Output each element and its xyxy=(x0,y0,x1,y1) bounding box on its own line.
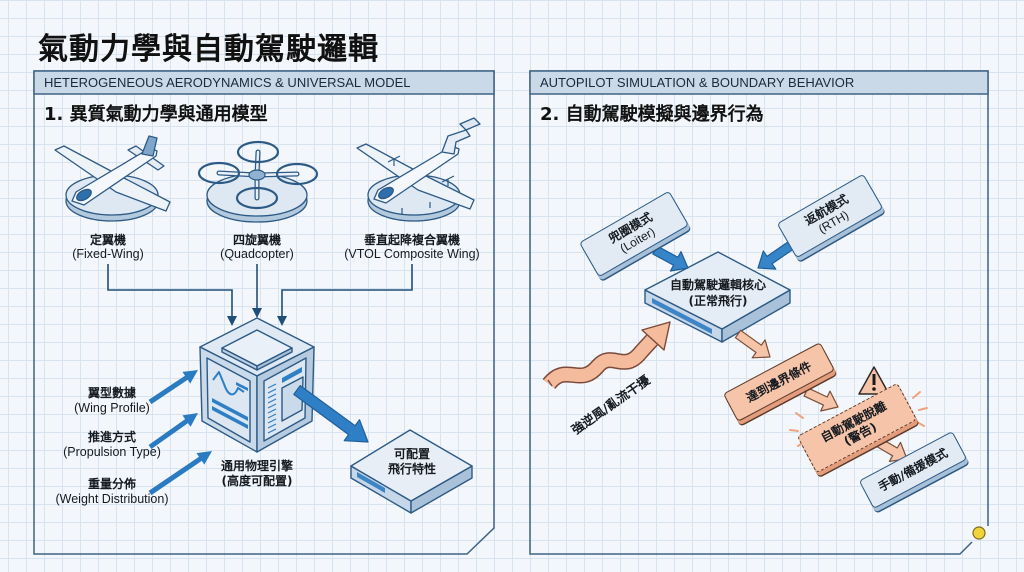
output-label-line2: 飛行特性 xyxy=(387,462,437,476)
left-panel-header-band xyxy=(33,70,495,95)
connector-arrowhead xyxy=(277,316,287,326)
input-arrow-weight xyxy=(148,451,212,496)
connector-arrowhead xyxy=(252,308,262,318)
input-label-en: (Weight Distribution) xyxy=(55,492,169,506)
autopilot-core-label: 自動駕駛邏輯核心 xyxy=(669,278,767,292)
aircraft-label-en: (Quadcopter) xyxy=(220,247,294,261)
left-panel-frame xyxy=(33,70,495,555)
engine-output-arrow xyxy=(293,385,369,443)
disengage-to-fallback-arrow xyxy=(875,437,908,462)
core-to-boundary-arrow xyxy=(734,329,771,359)
vtol-plane-icon xyxy=(356,117,481,222)
connector-fixed-wing xyxy=(107,264,233,318)
physics-engine-cube-icon xyxy=(199,317,315,453)
input-label-zh: 推進方式 xyxy=(87,430,137,444)
input-label-zh: 翼型數據 xyxy=(87,386,137,400)
connector-arrowhead xyxy=(227,316,237,326)
right-section-title: 2. 自動駕駛模擬與邊界行為 xyxy=(540,104,764,125)
output-label-line1: 可配置 xyxy=(393,447,431,461)
boundary-to-disengage-arrow xyxy=(803,387,839,412)
left-panel-header: HETEROGENEOUS AERODYNAMICS & UNIVERSAL M… xyxy=(44,75,411,90)
rth-to-core-arrow xyxy=(757,241,794,270)
right-panel-border xyxy=(529,70,989,555)
input-label-en: (Propulsion Type) xyxy=(63,445,161,459)
aircraft-to-engine-connectors xyxy=(107,264,413,326)
connector-vtol xyxy=(281,264,413,318)
input-arrow-propulsion xyxy=(148,413,198,449)
right-panel-header-band xyxy=(529,70,989,95)
page-title: 氣動力學與自動駕駛邏輯 xyxy=(38,32,379,67)
loiter-to-core-arrow xyxy=(652,245,689,272)
autopilot-core-sublabel: (正常飛行) xyxy=(688,294,748,308)
quadcopter-icon xyxy=(197,140,319,223)
aircraft-label-en: (Fixed-Wing) xyxy=(72,247,144,261)
fixed-wing-plane-icon xyxy=(54,135,171,222)
aircraft-label-zh: 四旋翼機 xyxy=(232,233,282,247)
flight-characteristics-slab xyxy=(350,429,473,514)
input-arrow-wing-profile xyxy=(148,370,198,405)
left-section-title: 1. 異質氣動力學與通用模型 xyxy=(44,104,268,125)
autopilot-core-slab xyxy=(644,251,791,343)
aircraft-label-en: (VTOL Composite Wing) xyxy=(344,247,480,261)
flow-arrows xyxy=(148,241,908,496)
right-panel-header: AUTOPILOT SIMULATION & BOUNDARY BEHAVIOR xyxy=(540,75,855,90)
engine-label: 通用物理引擎 xyxy=(220,459,294,473)
aircraft-label-zh: 垂直起降複合翼機 xyxy=(363,233,461,247)
input-label-en: (Wing Profile) xyxy=(74,401,150,415)
wind-disturbance-arrow xyxy=(542,321,671,390)
right-panel-frame xyxy=(529,70,989,555)
aircraft-label-zh: 定翼機 xyxy=(89,233,127,247)
input-label-zh: 重量分佈 xyxy=(87,477,137,491)
engine-sublabel: (高度可配置) xyxy=(221,474,293,488)
corner-marker-dot xyxy=(972,526,986,540)
